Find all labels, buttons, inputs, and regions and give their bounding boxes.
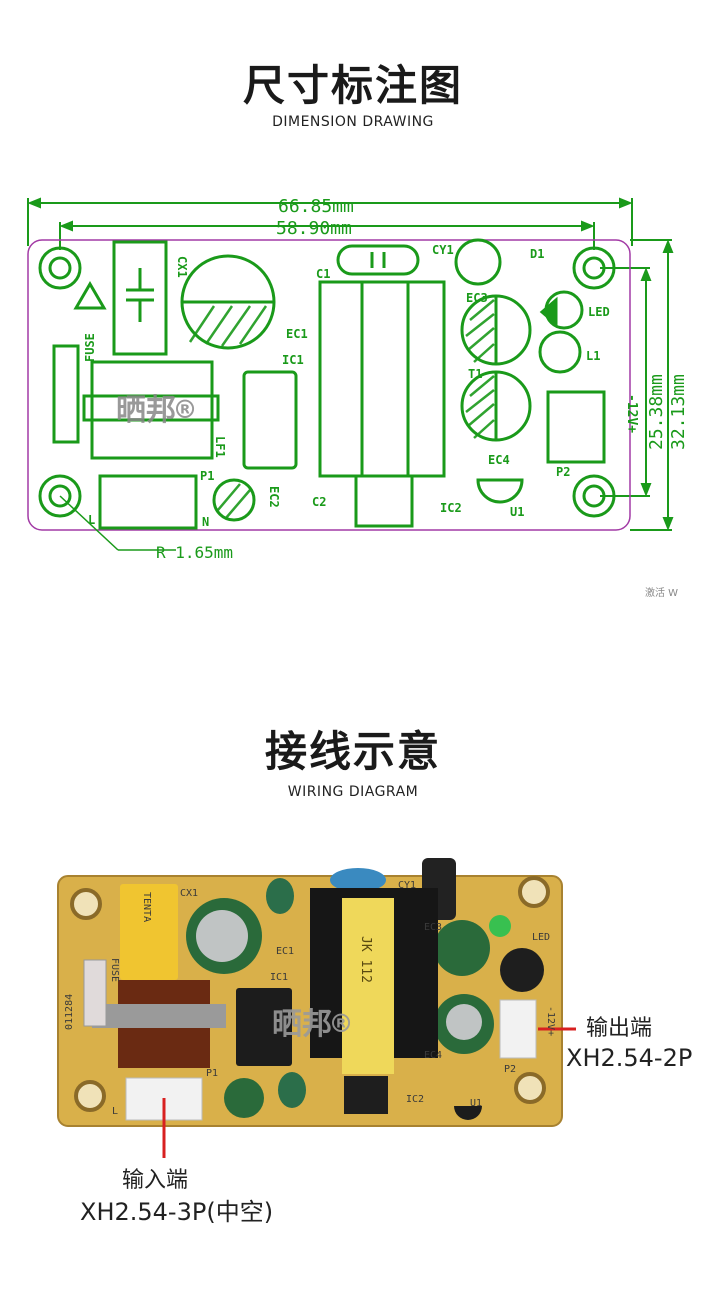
silk-ic1: IC1 (282, 353, 304, 367)
pcb-outline-svg: 66.85mm 58.90mm 25.38mm 32.13mm R 1.65mm… (27, 196, 689, 562)
output-connector: XH2.54-2P (566, 1044, 693, 1072)
silk-p2: P2 (556, 465, 570, 479)
output-label: 输出端 (586, 1016, 653, 1041)
silk-led: LED (588, 305, 610, 319)
board-tenta: TENTA (141, 892, 152, 922)
board-cy1: CY1 (398, 880, 416, 891)
board-out-mark: -12V+ (545, 1006, 556, 1036)
silk-t1: T1 (468, 367, 482, 381)
wiring-drawing: CX1 TENTA CY1 EC3 LED EC1 IC1 FUSE 01128… (0, 840, 706, 1240)
board-code: 011284 (64, 994, 75, 1030)
silk-ic2: IC2 (440, 501, 462, 515)
silk-cx1: CX1 (175, 256, 189, 278)
silk-p1: P1 (200, 469, 214, 483)
board-u1: U1 (470, 1098, 482, 1109)
dim-hole-height: 25.38mm (646, 374, 667, 450)
silk-lf1: LF1 (213, 436, 227, 458)
board-p1: P1 (206, 1068, 218, 1079)
watermark-1: 晒邦® (116, 393, 195, 428)
silk-c2: C2 (312, 495, 326, 509)
wiring-title: 接线示意 (264, 727, 441, 776)
board-ec4: EC4 (424, 1050, 442, 1061)
watermark-2: 晒邦® (272, 1007, 351, 1042)
silk-u1: U1 (510, 505, 524, 519)
silk-l: L (88, 513, 95, 527)
silk-l1: L1 (586, 349, 600, 363)
dimension-title: 尺寸标注图 (242, 61, 463, 110)
board-cx1: CX1 (180, 888, 198, 899)
silk-ec3: EC3 (466, 291, 488, 305)
board-l: L (112, 1106, 118, 1117)
silk-c1: C1 (316, 267, 330, 281)
silk-fuse: FUSE (83, 333, 97, 362)
board-ec1: EC1 (276, 946, 294, 957)
silk-ec4: EC4 (488, 453, 510, 467)
dim-radius: R 1.65mm (156, 543, 233, 562)
board-p2: P2 (504, 1064, 516, 1075)
board-transformer: JK 112 (358, 936, 373, 983)
input-label: 输入端 (122, 1168, 189, 1193)
board-ic1: IC1 (270, 972, 288, 983)
silk-cy1: CY1 (432, 243, 454, 257)
dim-total-width: 66.85mm (278, 196, 354, 217)
board-ic2: IC2 (406, 1094, 424, 1105)
silk-d1: D1 (530, 247, 544, 261)
input-connector: XH2.54-3P(中空) (80, 1198, 274, 1226)
silk-n: N (202, 515, 209, 529)
dimension-subtitle: DIMENSION DRAWING (272, 114, 434, 130)
dim-total-height: 32.13mm (668, 374, 689, 450)
board-fuse: FUSE (109, 958, 120, 982)
board-photo-svg: CX1 TENTA CY1 EC3 LED EC1 IC1 FUSE 01128… (57, 858, 576, 1158)
side-text: 激活 W (645, 588, 679, 599)
board-led: LED (532, 932, 550, 943)
dim-hole-spacing: 58.90mm (276, 218, 352, 239)
board-ec3: EC3 (424, 922, 442, 933)
wiring-subtitle: WIRING DIAGRAM (287, 784, 419, 800)
dimension-drawing: 66.85mm 58.90mm 25.38mm 32.13mm R 1.65mm… (0, 150, 706, 610)
silk-ec1: EC1 (286, 327, 308, 341)
silk-out: -12V+ (624, 394, 639, 433)
silk-ec2: EC2 (267, 486, 281, 508)
